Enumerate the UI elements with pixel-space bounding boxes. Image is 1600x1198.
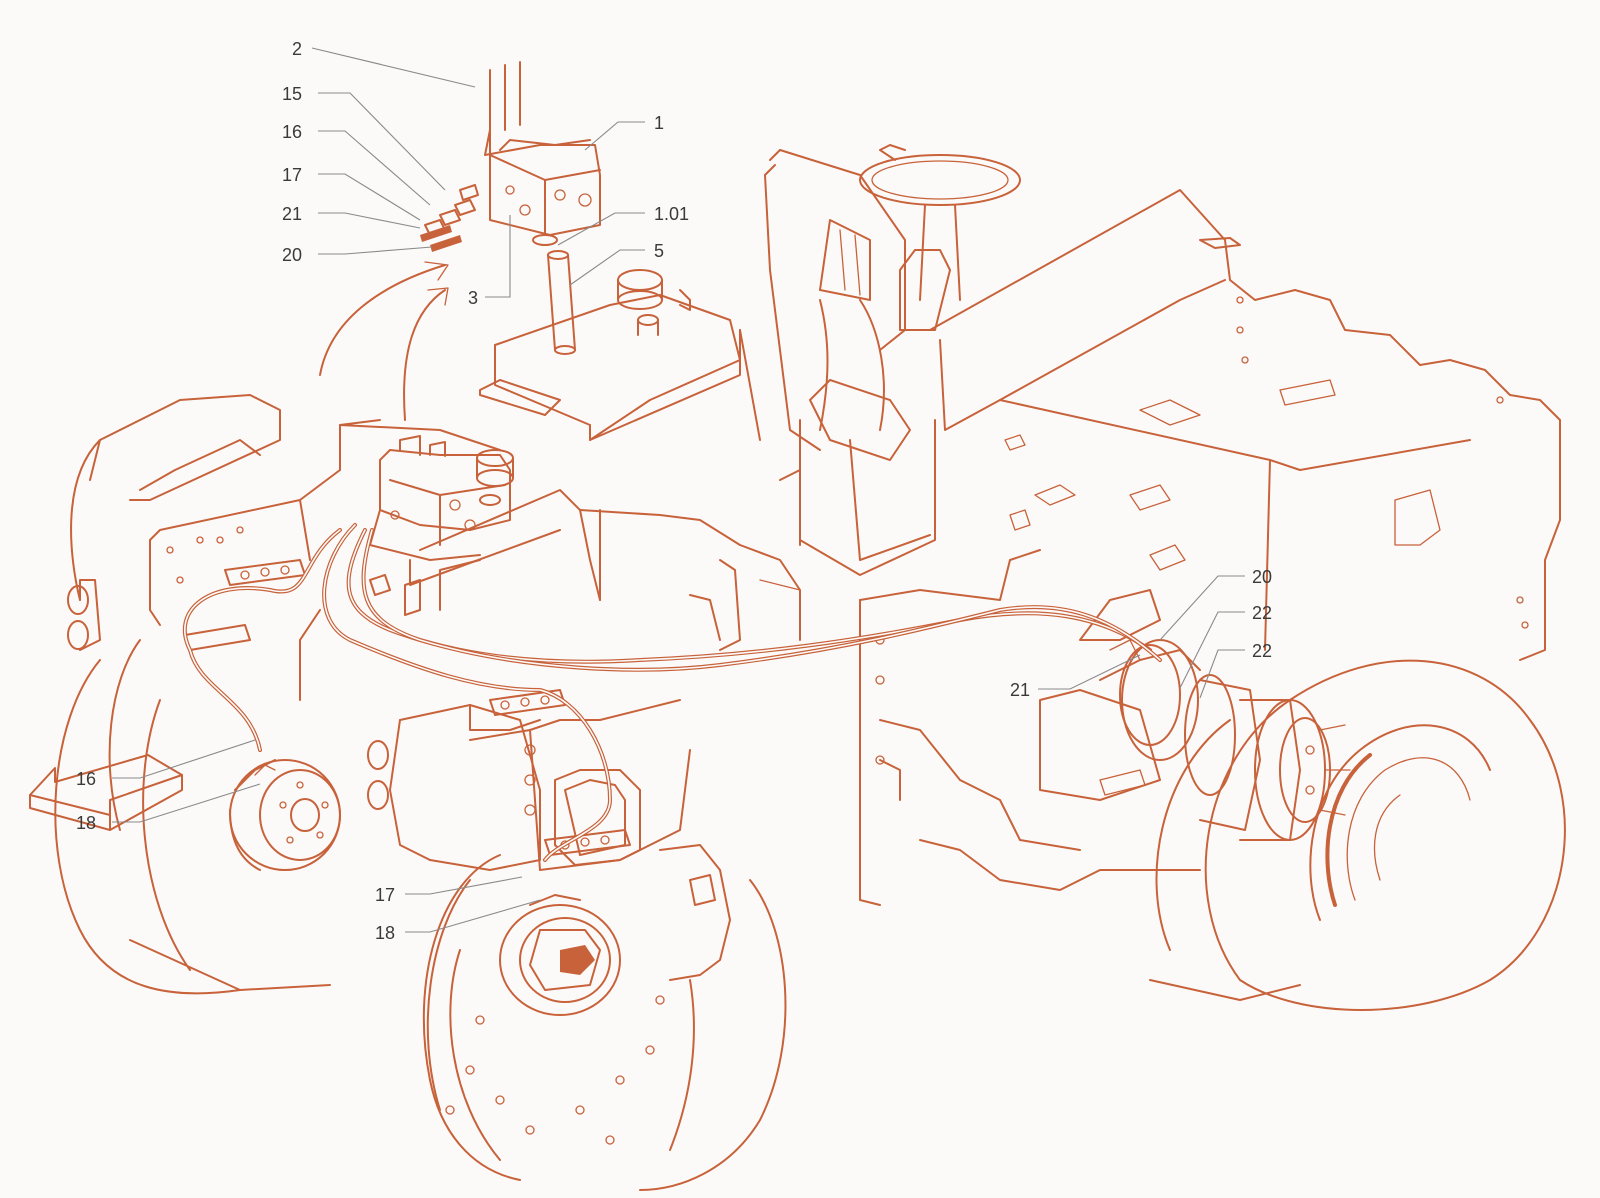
valve-block-assembled (369, 435, 601, 616)
callout-2-top: 2 (292, 39, 302, 59)
filter-tube (532, 234, 576, 355)
leader-lines (112, 47, 1245, 933)
callout-15-top: 15 (282, 84, 302, 104)
callout-5-top: 5 (654, 241, 664, 261)
callout-17-top: 17 (282, 165, 302, 185)
hydraulic-hoses[interactable] (182, 523, 1162, 862)
valve-block-exploded (420, 61, 601, 252)
callout-20-top: 20 (282, 245, 302, 265)
front-frame (67, 394, 801, 701)
rear-drive-motor (1079, 589, 1351, 841)
center-frame (859, 549, 1201, 906)
callout-18-mid: 18 (375, 923, 395, 943)
front-drum-left (54, 639, 341, 995)
callout-labels: 2 15 16 17 21 20 1 1.01 5 3 20 22 22 21 … (76, 39, 1272, 943)
callout-22a-right: 22 (1252, 603, 1272, 623)
callout-18-left: 18 (76, 813, 96, 833)
callout-16-left: 16 (76, 769, 96, 789)
callout-17-mid: 17 (375, 885, 395, 905)
callout-3-top: 3 (468, 288, 478, 308)
direction-arrow-icon (29, 754, 183, 831)
hydraulic-tank (479, 269, 761, 441)
front-drum-bracket (367, 699, 731, 981)
callout-1-01-top: 1.01 (654, 204, 689, 224)
callout-16-top: 16 (282, 122, 302, 142)
callout-21-top: 21 (282, 204, 302, 224)
explode-arrows (319, 261, 449, 421)
steering-console (764, 144, 1021, 576)
rear-wheel (1149, 659, 1566, 1011)
callout-20-right: 20 (1252, 567, 1272, 587)
rear-frame (929, 189, 1561, 661)
callout-22b-right: 22 (1252, 641, 1272, 661)
callout-21-right: 21 (1010, 680, 1030, 700)
callout-1-top: 1 (654, 113, 664, 133)
front-drum-right (422, 854, 787, 1191)
hose-clamps (184, 559, 631, 856)
